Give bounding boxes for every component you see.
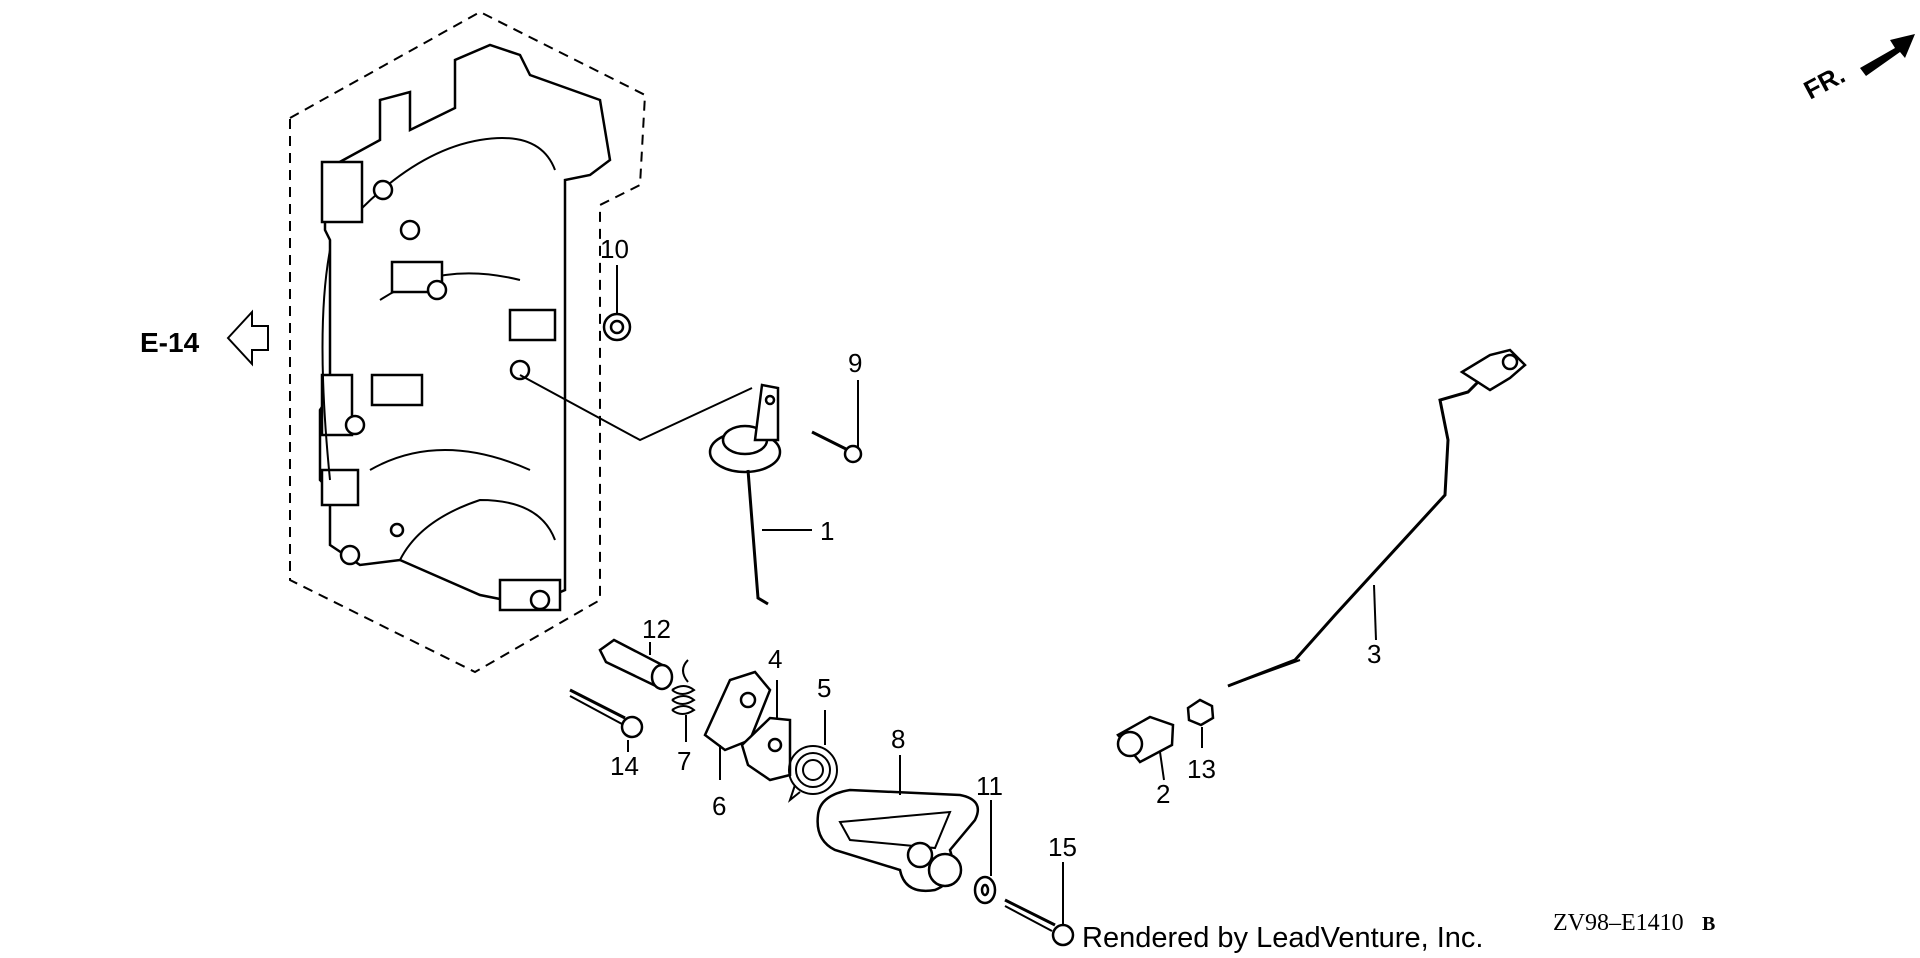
- callout-6: 6: [712, 791, 726, 821]
- front-arrow-icon: [1860, 34, 1915, 76]
- callout-3: 3: [1367, 639, 1381, 669]
- callout-11: 11: [976, 771, 1003, 801]
- direction-label: FR.: [1799, 59, 1850, 105]
- manifold-hose-line: [519, 374, 753, 442]
- callout-14: 14: [610, 751, 639, 781]
- credit-text: Rendered by LeadVenture, Inc.: [1082, 922, 1483, 954]
- part-15-bolt: [1004, 898, 1075, 947]
- callout-10: 10: [600, 234, 629, 264]
- reference-label: E-14: [140, 327, 200, 358]
- callout-1: 1: [820, 516, 834, 546]
- part-14-bolt: [569, 688, 644, 739]
- callout-15: 15: [1048, 832, 1077, 862]
- callout-leader-lines: [616, 265, 1377, 925]
- callout-12: 12: [642, 614, 671, 644]
- part-11-washer: [973, 875, 997, 905]
- callout-8: 8: [891, 724, 905, 754]
- part-6-cam: [703, 670, 772, 752]
- assembly-dashed-outline: [289, 10, 647, 674]
- part-8-lever: [816, 788, 980, 893]
- callout-13: 13: [1187, 754, 1216, 784]
- diagram-revision: B: [1702, 913, 1715, 935]
- intake-manifold: [318, 43, 612, 612]
- part-10-nut: [602, 312, 632, 342]
- reference-arrow-icon: [226, 309, 269, 367]
- part-2-rod-end: [1116, 715, 1175, 764]
- callout-2: 2: [1156, 779, 1170, 809]
- part-5-spring: [787, 745, 838, 803]
- part-1-choke-diaphragm: [708, 383, 782, 606]
- callout-4: 4: [768, 644, 782, 674]
- callout-5: 5: [817, 673, 831, 703]
- callout-9: 9: [848, 348, 862, 378]
- diagram-code: ZV98–E1410: [1553, 910, 1684, 936]
- part-7-spring: [671, 659, 696, 715]
- part-12-collar: [598, 638, 674, 691]
- part-9-screw: [811, 430, 863, 464]
- part-13-nut: [1186, 698, 1215, 727]
- callout-7: 7: [677, 746, 691, 776]
- part-3-link-rod: [1227, 348, 1527, 688]
